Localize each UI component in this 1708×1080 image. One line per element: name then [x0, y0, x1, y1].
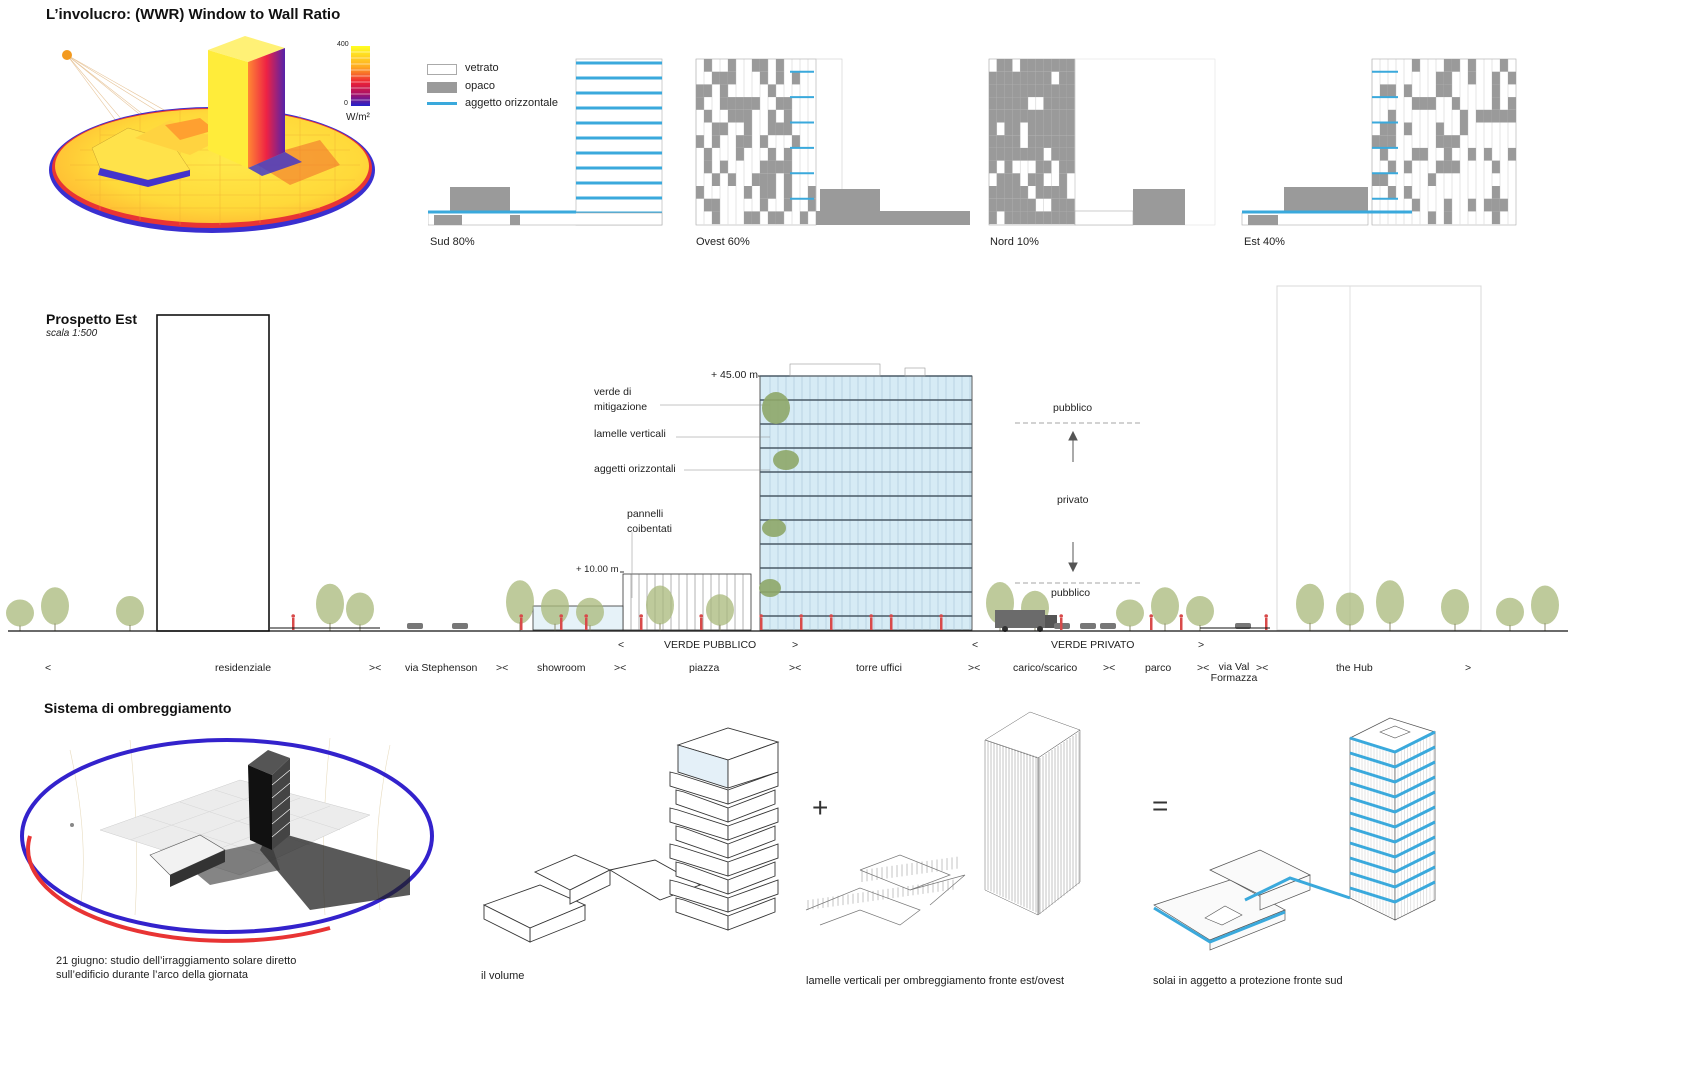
segment-showroom: showroom [537, 662, 586, 674]
segment-residenziale: residenziale [215, 662, 272, 674]
annotation-aggetti: aggetti orizzontali [594, 463, 676, 475]
level-low: + 10.00 m [576, 564, 619, 575]
group-verde-privato: VERDE PRIVATO [1051, 639, 1135, 651]
marker: < [972, 639, 979, 651]
caption-volume: il volume [481, 970, 525, 982]
east-elevation-drawing [6, 285, 1568, 632]
facade-label-nord: Nord 10% [990, 236, 1039, 248]
elevation-title: Prospetto Est [46, 311, 138, 327]
segment-parco: parco [1145, 662, 1172, 674]
facade-sud [428, 58, 663, 226]
marker: >< [369, 662, 382, 674]
caption-slabs: solai in aggetto a protezione fronte sud [1153, 975, 1343, 987]
facade-elevations [428, 58, 1517, 226]
segment-via-stephenson: via Stephenson [405, 662, 478, 674]
facade-legend: vetrato opaco aggetto orizzontale [427, 62, 627, 122]
marker: >< [789, 662, 802, 674]
scale-max: 400 [337, 41, 349, 48]
caption-lamelle: lamelle verticali per ombreggiamento fro… [806, 975, 1065, 987]
legend-overhang-label: aggetto orizzontale [465, 97, 558, 109]
tower-roof [208, 36, 285, 62]
sun-icon [62, 50, 72, 60]
marker: >< [1256, 662, 1269, 674]
zone-private: privato [1057, 494, 1089, 506]
facade-nord [988, 58, 1216, 226]
facade-ovest [695, 58, 970, 226]
marker: < [45, 662, 52, 674]
truck-icon [995, 610, 1057, 632]
segment-via-val-formazza: via Val Formazza [1210, 661, 1258, 684]
plus-operator: + [812, 792, 829, 823]
elevation-scale: scala 1:500 [46, 328, 98, 339]
wwr-title: L’involucro: (WWR) Window to Wall Ratio [46, 6, 341, 23]
solar-radiation-diagram [49, 36, 375, 233]
sun-path-diagram [20, 737, 434, 943]
marker: > [792, 639, 799, 651]
marker: < [618, 639, 625, 651]
shading-title: Sistema di ombreggiamento [44, 700, 232, 716]
segment-the-hub: the Hub [1336, 662, 1373, 674]
residential-block [156, 314, 270, 632]
segment-carico-scarico: carico/scarico [1013, 662, 1078, 674]
marker: > [1198, 639, 1205, 651]
scale-unit: W/m² [346, 112, 370, 123]
scale-min: 0 [344, 100, 348, 107]
marker: >< [968, 662, 981, 674]
facade-label-est: Est 40% [1244, 236, 1285, 248]
zone-public-top: pubblico [1053, 402, 1093, 414]
tower-face-west [248, 48, 285, 168]
annotation-pannelli: pannelli coibentati [627, 508, 672, 535]
legend-overhang-swatch [427, 102, 457, 105]
marker: >< [1103, 662, 1116, 674]
facade-label-sud: Sud 80% [430, 236, 475, 248]
color-scale [351, 46, 370, 106]
marker: >< [614, 662, 627, 674]
office-tower [759, 363, 973, 631]
legend-opaque-swatch [427, 82, 457, 93]
legend-glazed-swatch [427, 64, 457, 75]
legend-opaque-label: opaco [465, 80, 495, 92]
hub-building-outline [1276, 285, 1482, 631]
lamelle-diagram [805, 711, 1081, 926]
marker: >< [1197, 662, 1210, 674]
segment-piazza: piazza [689, 662, 720, 674]
annotation-lamelle: lamelle verticali [594, 428, 666, 440]
volume-diagram [482, 727, 780, 943]
facade-label-ovest: Ovest 60% [696, 236, 750, 248]
annotation-green: verde di mitigazione [594, 386, 648, 413]
facade-est [1241, 58, 1517, 226]
zone-public-bottom: pubblico [1051, 587, 1091, 599]
tower-face-south [208, 50, 248, 168]
group-verde-pubblico: VERDE PUBBLICO [664, 639, 757, 651]
equals-operator: = [1152, 790, 1169, 821]
caption-solar-study: 21 giugno: studio dell’irraggiamento sol… [56, 955, 297, 981]
overhang-slabs-diagram [1153, 717, 1436, 951]
legend-glazed-label: vetrato [465, 62, 499, 74]
marker: >< [496, 662, 509, 674]
level-top: + 45.00 m [711, 369, 758, 381]
marker: > [1465, 662, 1472, 674]
segment-torre-uffici: torre uffici [856, 662, 902, 674]
